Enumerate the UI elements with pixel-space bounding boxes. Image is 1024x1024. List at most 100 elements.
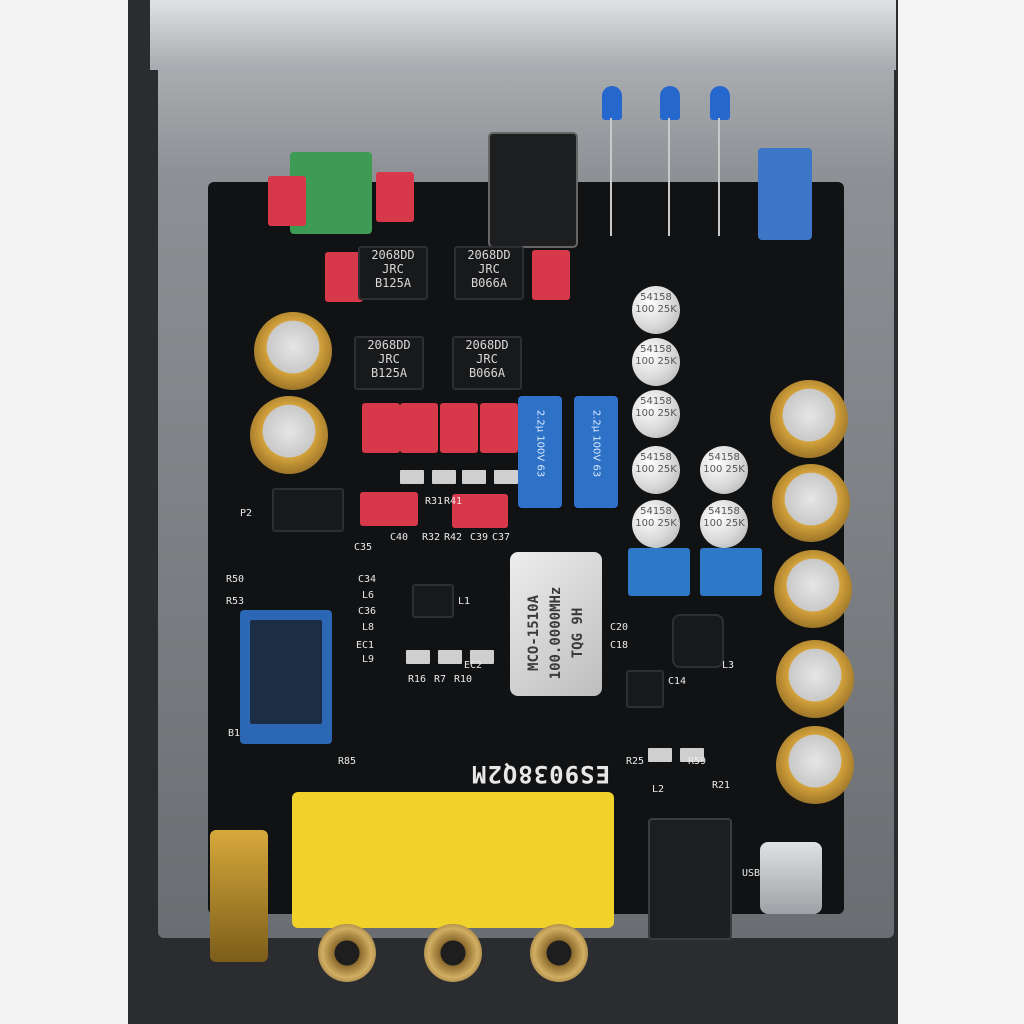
silkscreen-label: B1 — [228, 728, 241, 739]
antenna-connector — [210, 830, 268, 962]
silkscreen-label: C34 — [358, 574, 377, 585]
red-capacitor — [362, 403, 400, 453]
silkscreen-label: C37 — [492, 532, 511, 543]
smd-resistor — [470, 650, 494, 664]
regulator-chip — [626, 670, 664, 708]
blue-block-capacitor — [700, 548, 762, 596]
right-background — [895, 0, 1024, 1024]
red-capacitor — [325, 252, 363, 302]
rca-output-bank — [292, 792, 614, 928]
usb-c-port — [760, 842, 822, 914]
smd-resistor — [406, 650, 430, 664]
smd-resistor — [680, 748, 704, 762]
silver-capacitor: 54158 100 25K — [632, 500, 680, 548]
silver-capacitor: 54158 100 25K — [632, 390, 680, 438]
silkscreen-label: R59 — [688, 756, 707, 767]
dac-chip — [412, 584, 454, 618]
blue-led-1 — [602, 86, 622, 120]
silkscreen-label: R41 — [444, 496, 463, 507]
silkscreen-label: C20 — [610, 622, 629, 633]
film-capacitor: 2.2μ 100V 63 — [574, 396, 618, 508]
electrolytic-capacitor — [770, 380, 848, 458]
smd-resistor — [400, 470, 424, 484]
film-capacitor: 2.2μ 100V 63 — [518, 396, 562, 508]
left-background — [0, 0, 130, 1024]
inductor — [672, 614, 724, 668]
rca-jack — [530, 924, 588, 982]
silkscreen-label: R16 — [408, 674, 427, 685]
blue-led-2 — [660, 86, 680, 120]
silver-capacitor: 54158 100 25K — [632, 338, 680, 386]
silkscreen-label: C39 — [470, 532, 489, 543]
optical-input-port — [648, 818, 732, 940]
red-capacitor — [268, 176, 306, 226]
silkscreen-label: USB1 — [742, 868, 767, 879]
smd-resistor — [494, 470, 518, 484]
smd-resistor — [462, 470, 486, 484]
silkscreen-label: R31 — [425, 496, 444, 507]
silkscreen-label: R10 — [454, 674, 473, 685]
silkscreen-label: P2 — [240, 508, 253, 519]
silkscreen-label: L6 — [362, 590, 375, 601]
silkscreen-label: L2 — [652, 784, 665, 795]
silkscreen-label: L1 — [458, 596, 471, 607]
silkscreen-label: L9 — [362, 654, 375, 665]
silkscreen-label: L3 — [722, 660, 735, 671]
silver-capacitor: 54158 100 25K — [632, 446, 680, 494]
electrolytic-capacitor — [776, 726, 854, 804]
red-capacitor — [452, 494, 508, 528]
silkscreen-label: R7 — [434, 674, 447, 685]
headphone-jack — [488, 132, 578, 248]
silkscreen-label: R85 — [338, 756, 357, 767]
electrolytic-capacitor — [254, 312, 332, 390]
bluetooth-module — [240, 610, 332, 744]
silkscreen-label: C35 — [354, 542, 373, 553]
oscillator: MCO-1510A 100.0000MHz TQG 9H — [510, 552, 602, 696]
led-leg-3 — [718, 118, 720, 236]
red-capacitor — [360, 492, 418, 526]
silkscreen-label: C36 — [358, 606, 377, 617]
silkscreen-label: C14 — [668, 676, 687, 687]
toggle-switch — [758, 148, 812, 240]
silkscreen-label: R50 — [226, 574, 245, 585]
rca-jack — [424, 924, 482, 982]
red-capacitor — [376, 172, 414, 222]
silkscreen-label: R42 — [444, 532, 463, 543]
red-capacitor — [440, 403, 478, 453]
silkscreen-label: EC1 — [356, 640, 375, 651]
silver-capacitor: 54158 100 25K — [700, 500, 748, 548]
blue-led-3 — [710, 86, 730, 120]
silkscreen-label: C18 — [610, 640, 629, 651]
electrolytic-capacitor — [774, 550, 852, 628]
chassis-top-rail — [150, 0, 896, 70]
red-capacitor — [532, 250, 570, 300]
silkscreen-label: C40 — [390, 532, 409, 543]
silkscreen-label: R32 — [422, 532, 441, 543]
electrolytic-capacitor — [772, 464, 850, 542]
led-leg-2 — [668, 118, 670, 236]
blue-block-capacitor — [628, 548, 690, 596]
electrolytic-capacitor — [250, 396, 328, 474]
oscillator-line-1: MCO-1510A — [526, 595, 542, 671]
silkscreen-label: R21 — [712, 780, 731, 791]
smd-resistor — [438, 650, 462, 664]
oscillator-line-3: TQG 9H — [570, 607, 586, 659]
silver-capacitor: 54158 100 25K — [632, 286, 680, 334]
electrolytic-capacitor — [776, 640, 854, 718]
silkscreen-label: EC2 — [464, 660, 483, 671]
oscillator-line-2: 100.0000MHz — [548, 586, 564, 680]
red-capacitor — [480, 403, 518, 453]
silkscreen-label: R53 — [226, 596, 245, 607]
logic-chip — [272, 488, 344, 532]
smd-resistor — [648, 748, 672, 762]
silkscreen-label: R25 — [626, 756, 645, 767]
silver-capacitor: 54158 100 25K — [700, 446, 748, 494]
led-leg-1 — [610, 118, 612, 236]
board-model-label: ES9038Q2M — [470, 760, 610, 788]
silkscreen-label: L8 — [362, 622, 375, 633]
